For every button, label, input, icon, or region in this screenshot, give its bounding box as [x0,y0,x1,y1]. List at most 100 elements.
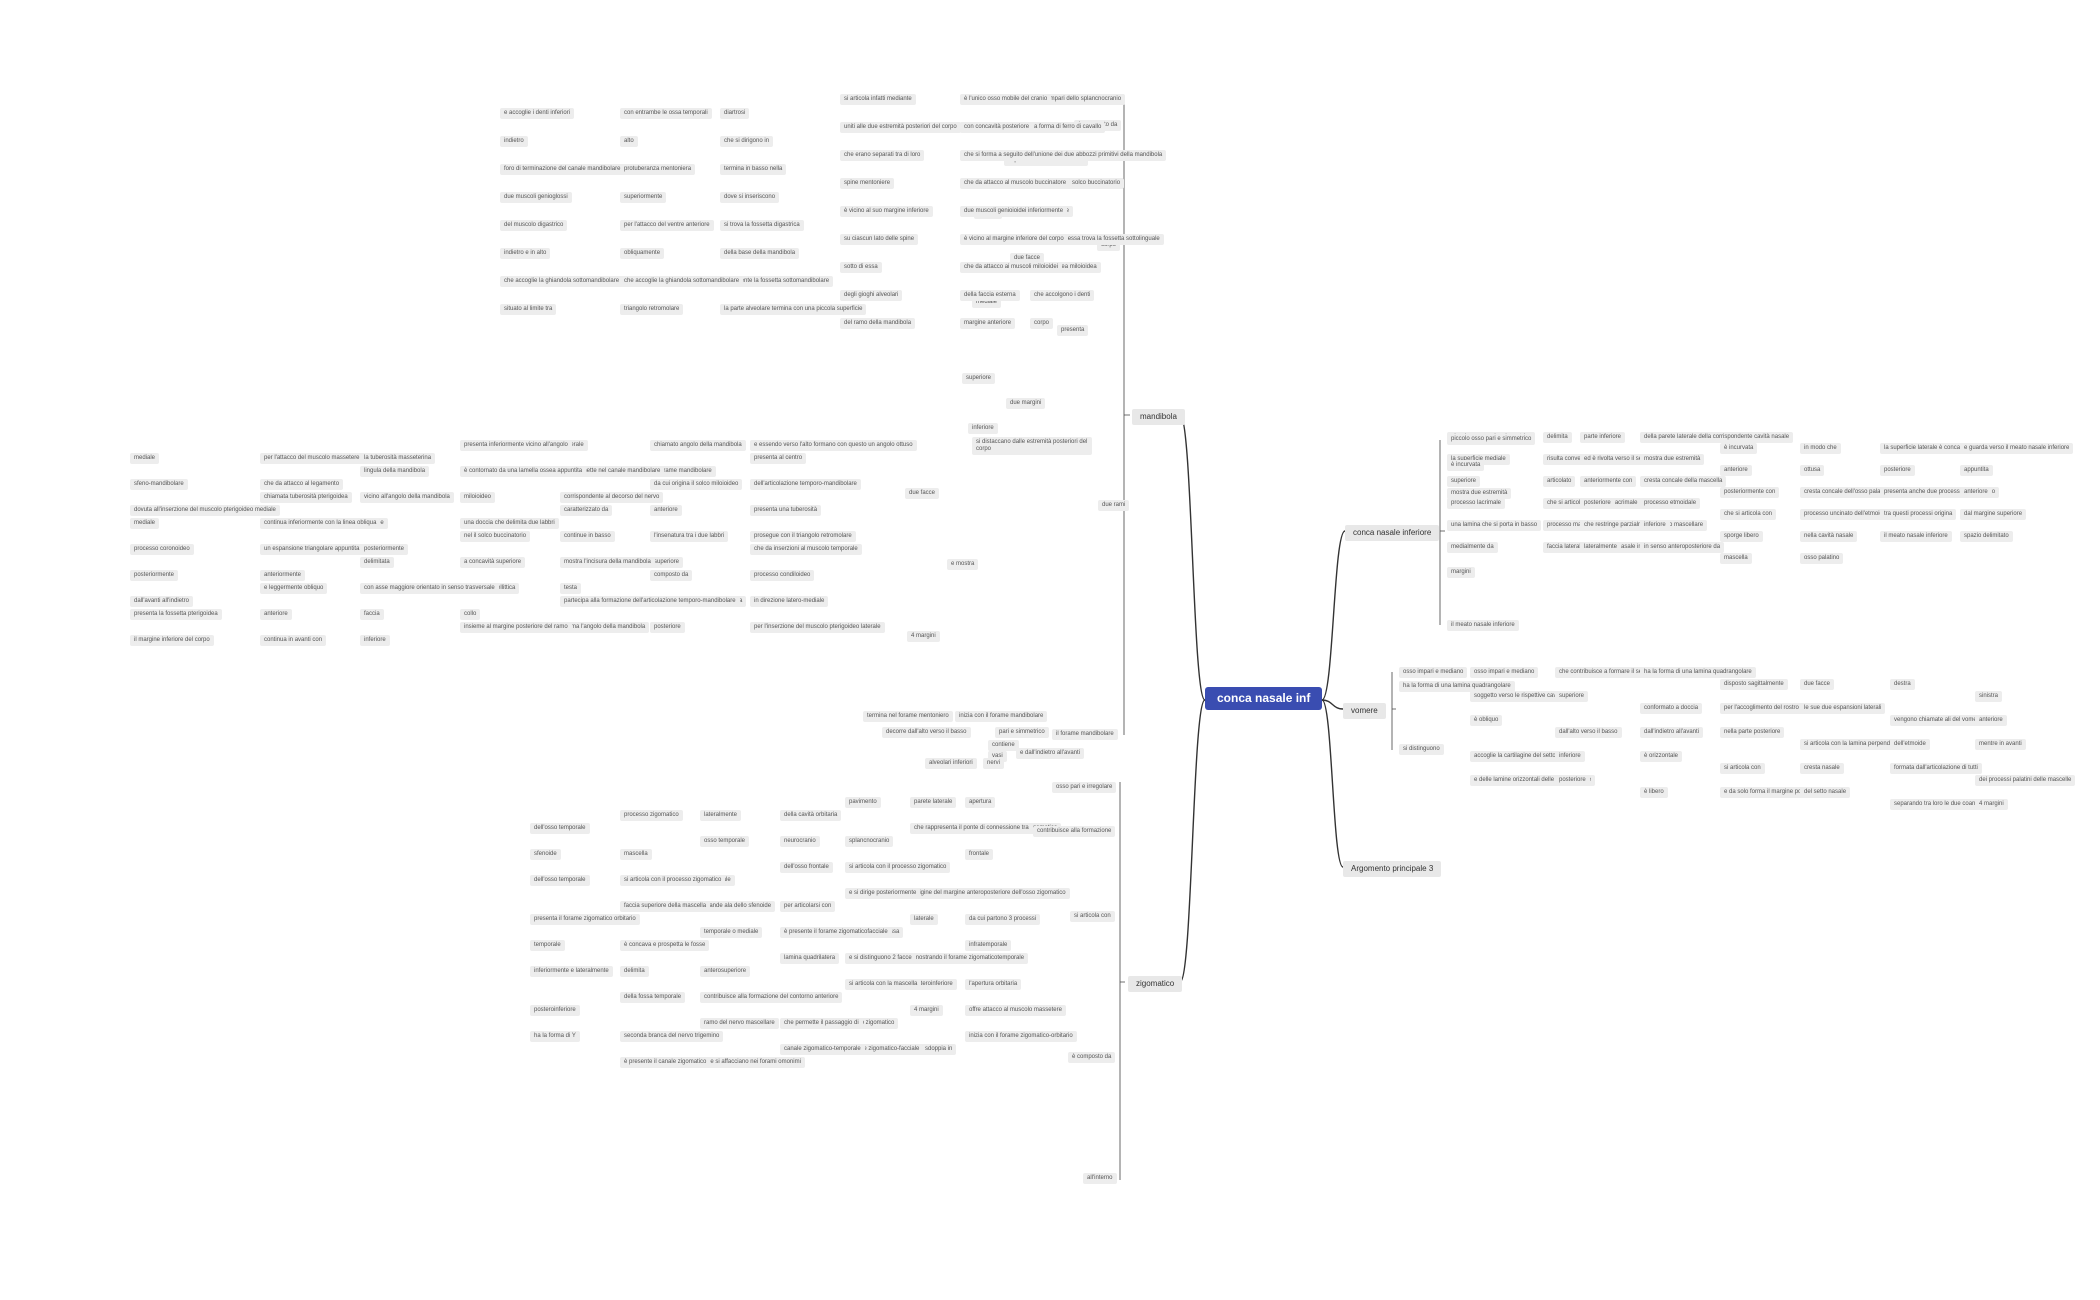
leaf-conca-10[interactable]: ed è rivolta verso il setto nasale [1580,454,1673,465]
leaf-conca-11[interactable]: mostra due estremità [1640,454,1705,465]
leaf-vomere-30[interactable]: è libero [1640,787,1668,798]
leaf-zigomatico-50[interactable]: 4 margini [910,1005,943,1016]
leaf-mandibola-lower-49[interactable]: in direzione latero-mediale [750,596,829,607]
leaf-vomere-28[interactable]: e delle lamine orizzontali delle ossa pa… [1470,775,1596,786]
leaf-conca-43[interactable]: in senso anteroposteriore da [1640,542,1725,553]
leaf-vomere-9[interactable]: conformato a doccia [1640,703,1703,714]
leaf-zigomatico-39[interactable]: anterosuperiore [700,966,751,977]
leaf-mandibola-lower-42[interactable]: processo condiloideo [750,570,815,581]
leaf-forame-5[interactable]: contiene [988,740,1019,751]
leaf-mandibola-upper-20[interactable]: spine mentoniere [840,178,895,189]
leaf-conca-35[interactable]: inferiore [1640,520,1670,531]
leaf-mandibola-upper-25[interactable]: due muscoli genioioidei inferiormente [960,206,1068,217]
node-si-distaccano[interactable]: si distaccano dalle estremità posteriori… [972,437,1092,455]
leaf-vomere-16[interactable]: dall'indietro all'avanti [1640,727,1703,738]
node-si-distinguono[interactable]: si distinguono [1399,744,1444,755]
leaf-mandibola-lower-9[interactable]: che immette nel canale mandibolare [560,466,665,477]
leaf-zigomatico-35[interactable]: infratemporale [965,940,1012,951]
leaf-vomere-20[interactable]: mentre in avanti [1975,739,2026,750]
leaf-mandibola-upper-27[interactable]: si trova la fossetta digastrica [720,220,804,231]
leaf-conca-29[interactable]: processo uncinato dell'etmoide [1800,509,1891,520]
leaf-conca-40[interactable]: medialmente da [1447,542,1498,553]
leaf-zigomatico-13[interactable]: sfenoide [530,849,561,860]
leaf-vomere-8[interactable]: superiore [1555,691,1589,702]
leaf-mandibola-upper-22[interactable]: superiormente [620,192,667,203]
leaf-mandibola-lower-54[interactable]: anteriore [260,609,292,620]
node-osso-pari-irregolare[interactable]: osso pari e irregolare [1052,782,1117,793]
node-osso-impari[interactable]: osso impari e mediano [1399,667,1468,678]
leaf-mandibola-upper-19[interactable]: che da attacco al muscolo buccinatore [960,178,1071,189]
leaf-zigomatico-29[interactable]: laterale [910,914,938,925]
leaf-mandibola-lower-56[interactable]: per l'inserzione del muscolo pterigoideo… [750,622,885,633]
leaf-vomere-6[interactable]: sinistra [1975,691,2003,702]
leaf-zigomatico-53[interactable]: ramo del nervo mascellare [700,1018,779,1029]
leaf-conca-5[interactable]: in modo che [1800,443,1841,454]
leaf-vomere-17[interactable]: nella parte posteriore [1720,727,1785,738]
leaf-vomere-32[interactable]: del setto nasale [1800,787,1851,798]
leaf-mandibola-lower-60[interactable]: inferiore [360,635,390,646]
leaf-zigomatico-60[interactable]: che si affacciano nei forami omonimi [700,1057,805,1068]
node-rami-4-margini[interactable]: 4 margini [907,631,940,642]
leaf-mandibola-lower-2[interactable]: laterale [560,440,588,451]
branch-argomento-principale-3[interactable]: Argomento principale 3 [1343,861,1442,877]
leaf-zigomatico-4[interactable]: lateralmente [700,810,742,821]
leaf-zigomatico-14[interactable]: frontale [965,849,994,860]
leaf-vomere-4[interactable]: due facce [1800,679,1835,690]
leaf-conca-39[interactable]: spazio delimitato [1960,531,2013,542]
leaf-vomere-3[interactable]: disposto sagittalmente [1720,679,1788,690]
node-meato-nasale[interactable]: il meato nasale inferiore [1447,620,1519,631]
leaf-mandibola-lower-59[interactable]: insieme al margine posteriore del ramo [460,622,572,633]
leaf-mandibola-lower-22[interactable]: anteriore [650,505,682,516]
leaf-mandibola-upper-18[interactable]: che delimita il solco buccinatorio [1030,178,1125,189]
leaf-forame-8[interactable]: alveolari inferiori [925,758,977,769]
leaf-conca-12[interactable]: anteriore [1720,465,1752,476]
leaf-vomere-34[interactable]: 4 margini [1975,799,2008,810]
leaf-mandibola-upper-49[interactable]: margine anteriore [960,318,1016,329]
leaf-conca-27[interactable]: processo etmoidale [1640,498,1701,509]
leaf-conca-26[interactable]: posteriore [1580,498,1615,509]
leaf-conca-2[interactable]: parte inferiore [1580,432,1626,443]
leaf-zigomatico-26[interactable]: faccia superiore della mascella [620,901,711,912]
leaf-forame-1[interactable]: termina nel forame mentoniero [863,711,953,722]
leaf-mandibola-lower-52[interactable]: collo [460,609,481,620]
leaf-vomere-2[interactable]: ha la forma di una lamina quadrangolare [1640,667,1756,678]
leaf-mandibola-upper-14[interactable]: che erano separati tra di loro [840,150,925,161]
leaf-conca-30[interactable]: tra questi processi origina [1880,509,1957,520]
leaf-mandibola-lower-38[interactable]: a concavità superiore [460,557,526,568]
leaf-conca-16[interactable]: superiore [1447,476,1481,487]
leaf-mandibola-lower-5[interactable]: per l'attacco del muscolo massetere [260,453,364,464]
leaf-mandibola-upper-26[interactable]: è vicino al suo margine inferiore [840,206,933,217]
leaf-mandibola-lower-30[interactable]: continue in basso [560,531,615,542]
leaf-zigomatico-25[interactable]: grande ala dello sfenoide [700,901,776,912]
node-zig-composto-da[interactable]: è composto da [1068,1052,1116,1063]
leaf-zigomatico-38[interactable]: lamina quadrilatera [780,953,840,964]
leaf-mandibola-lower-8[interactable]: il forame mandibolare [650,466,716,477]
leaf-vomere-22[interactable]: inferiore [1555,751,1585,762]
leaf-mandibola-upper-5[interactable]: e accoglie i denti inferiori [500,108,575,119]
leaf-zigomatico-44[interactable]: si articola con la mascella [845,979,922,990]
leaf-mandibola-upper-36[interactable]: detta la linea miloioidea [1030,262,1101,273]
branch-vomere[interactable]: vomere [1343,703,1386,719]
leaf-conca-42[interactable]: lateralmente [1580,542,1622,553]
node-corpo[interactable]: corpo [1097,240,1121,251]
leaf-forame-2[interactable]: pari e simmetrico [995,727,1049,738]
leaf-mandibola-upper-2[interactable]: si articola infatti mediante [840,94,916,105]
leaf-vomere-19[interactable]: dell'etmoide [1890,739,1930,750]
leaf-vomere-1[interactable]: che contribuisce a formare il setto nasa… [1555,667,1673,678]
leaf-mandibola-lower-11[interactable]: lingula della mandibola [360,466,430,477]
leaf-zigomatico-55[interactable]: ha la forma di Y [530,1031,580,1042]
leaf-zigomatico-58[interactable]: canale zigomatico-facciale [845,1044,924,1055]
leaf-vomere-7[interactable]: soggetto verso le rispettive cavità nasa… [1470,691,1585,702]
leaf-vomere-11[interactable]: le sue due espansioni laterali [1800,703,1886,714]
leaf-zigomatico-3[interactable]: della cavità orbitaria [780,810,842,821]
branch-zigomatico[interactable]: zigomatico [1128,976,1183,992]
leaf-mandibola-lower-41[interactable]: posteriormente [130,570,179,581]
leaf-vomere-26[interactable]: formata dall'articolazione di tutti [1890,763,1982,774]
leaf-mandibola-lower-1[interactable]: chiamato angolo della mandibola [650,440,746,451]
leaf-mandibola-upper-40[interactable]: che accoglie la ghiandola sottomandibola… [620,276,744,287]
leaf-mandibola-lower-21[interactable]: presenta una tuberosità [750,505,822,516]
leaf-mandibola-upper-7[interactable]: con concavità posteriore [960,122,1034,133]
node-inferiore[interactable]: inferiore [968,423,998,434]
leaf-vomere-27[interactable]: dei processi palatini delle mascelle [1975,775,2076,786]
leaf-zigomatico-59[interactable]: canale zigomatico-temporale [780,1044,865,1055]
